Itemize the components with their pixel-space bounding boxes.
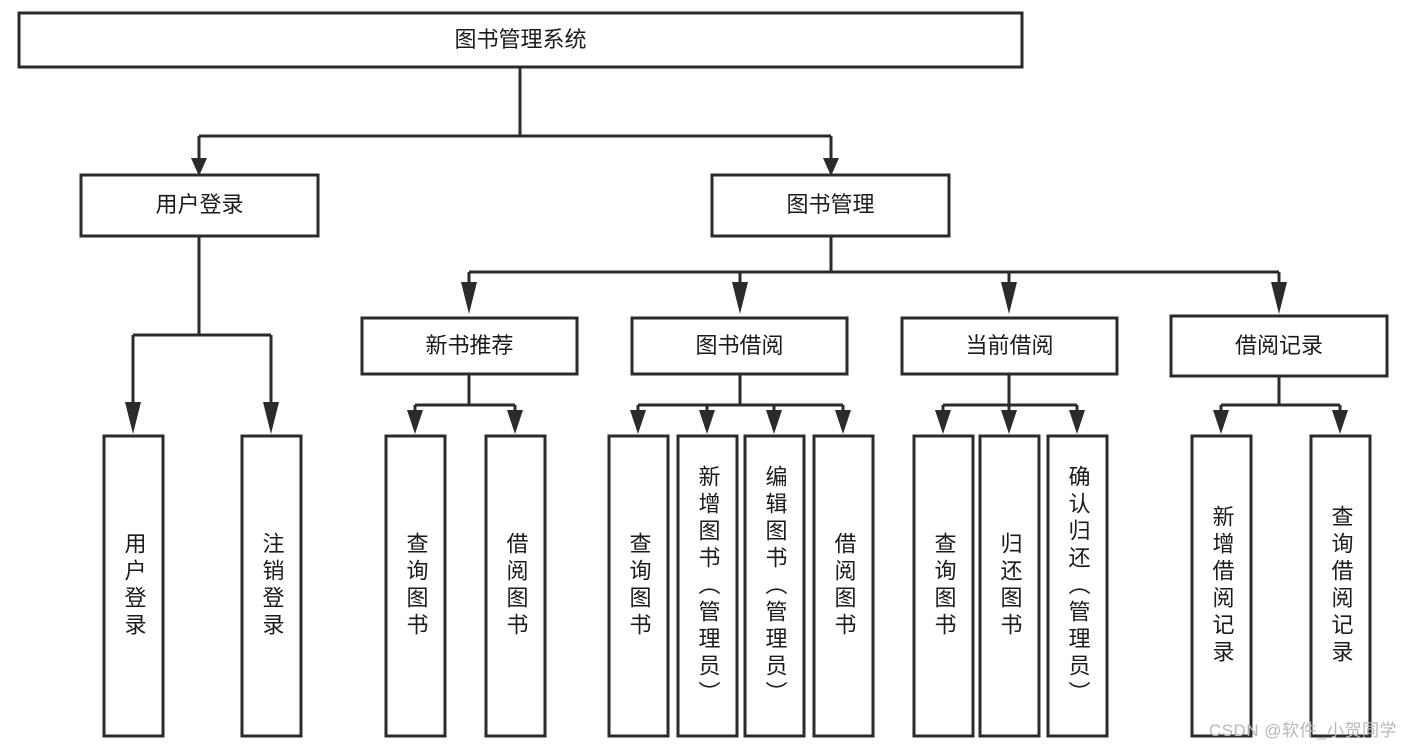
connector-root-to-level2 xyxy=(191,67,839,176)
node-leaf-return-book[interactable] xyxy=(978,434,1041,738)
connector-book-borrow-to-leaves xyxy=(630,374,851,434)
node-leaf-add-record[interactable] xyxy=(1190,434,1253,738)
connector-new-book-recommend-to-leaves xyxy=(407,374,523,434)
node-book-borrow[interactable] xyxy=(630,316,849,376)
connector-book-manage-to-level3 xyxy=(461,236,1287,314)
node-leaf-edit-book[interactable] xyxy=(743,434,806,738)
node-leaf-add-book[interactable] xyxy=(676,434,739,738)
node-leaf-user-logout[interactable] xyxy=(240,434,303,738)
connector-borrow-record-to-leaves xyxy=(1213,376,1348,434)
node-leaf-confirm-return[interactable] xyxy=(1046,434,1109,738)
node-leaf-query-book-1[interactable] xyxy=(384,434,447,738)
node-leaf-borrow-book-2[interactable] xyxy=(812,434,875,738)
connector-current-borrow-to-leaves xyxy=(935,374,1085,434)
node-user-login[interactable] xyxy=(79,173,320,238)
node-leaf-query-book-3[interactable] xyxy=(912,434,975,738)
csdn-watermark: CSDN @软件_小贺同学 xyxy=(1208,721,1397,740)
node-leaf-user-login[interactable] xyxy=(102,434,165,738)
node-leaf-query-record[interactable] xyxy=(1309,434,1372,738)
node-leaf-query-book-2[interactable] xyxy=(607,434,670,738)
node-new-book-recommend[interactable] xyxy=(360,316,579,376)
node-root[interactable] xyxy=(17,11,1024,69)
node-borrow-record[interactable] xyxy=(1169,314,1389,378)
connector-user-login-to-leaves xyxy=(125,236,279,434)
node-leaf-borrow-book-1[interactable] xyxy=(484,434,547,738)
node-current-borrow[interactable] xyxy=(900,316,1119,376)
node-book-manage[interactable] xyxy=(710,173,951,238)
